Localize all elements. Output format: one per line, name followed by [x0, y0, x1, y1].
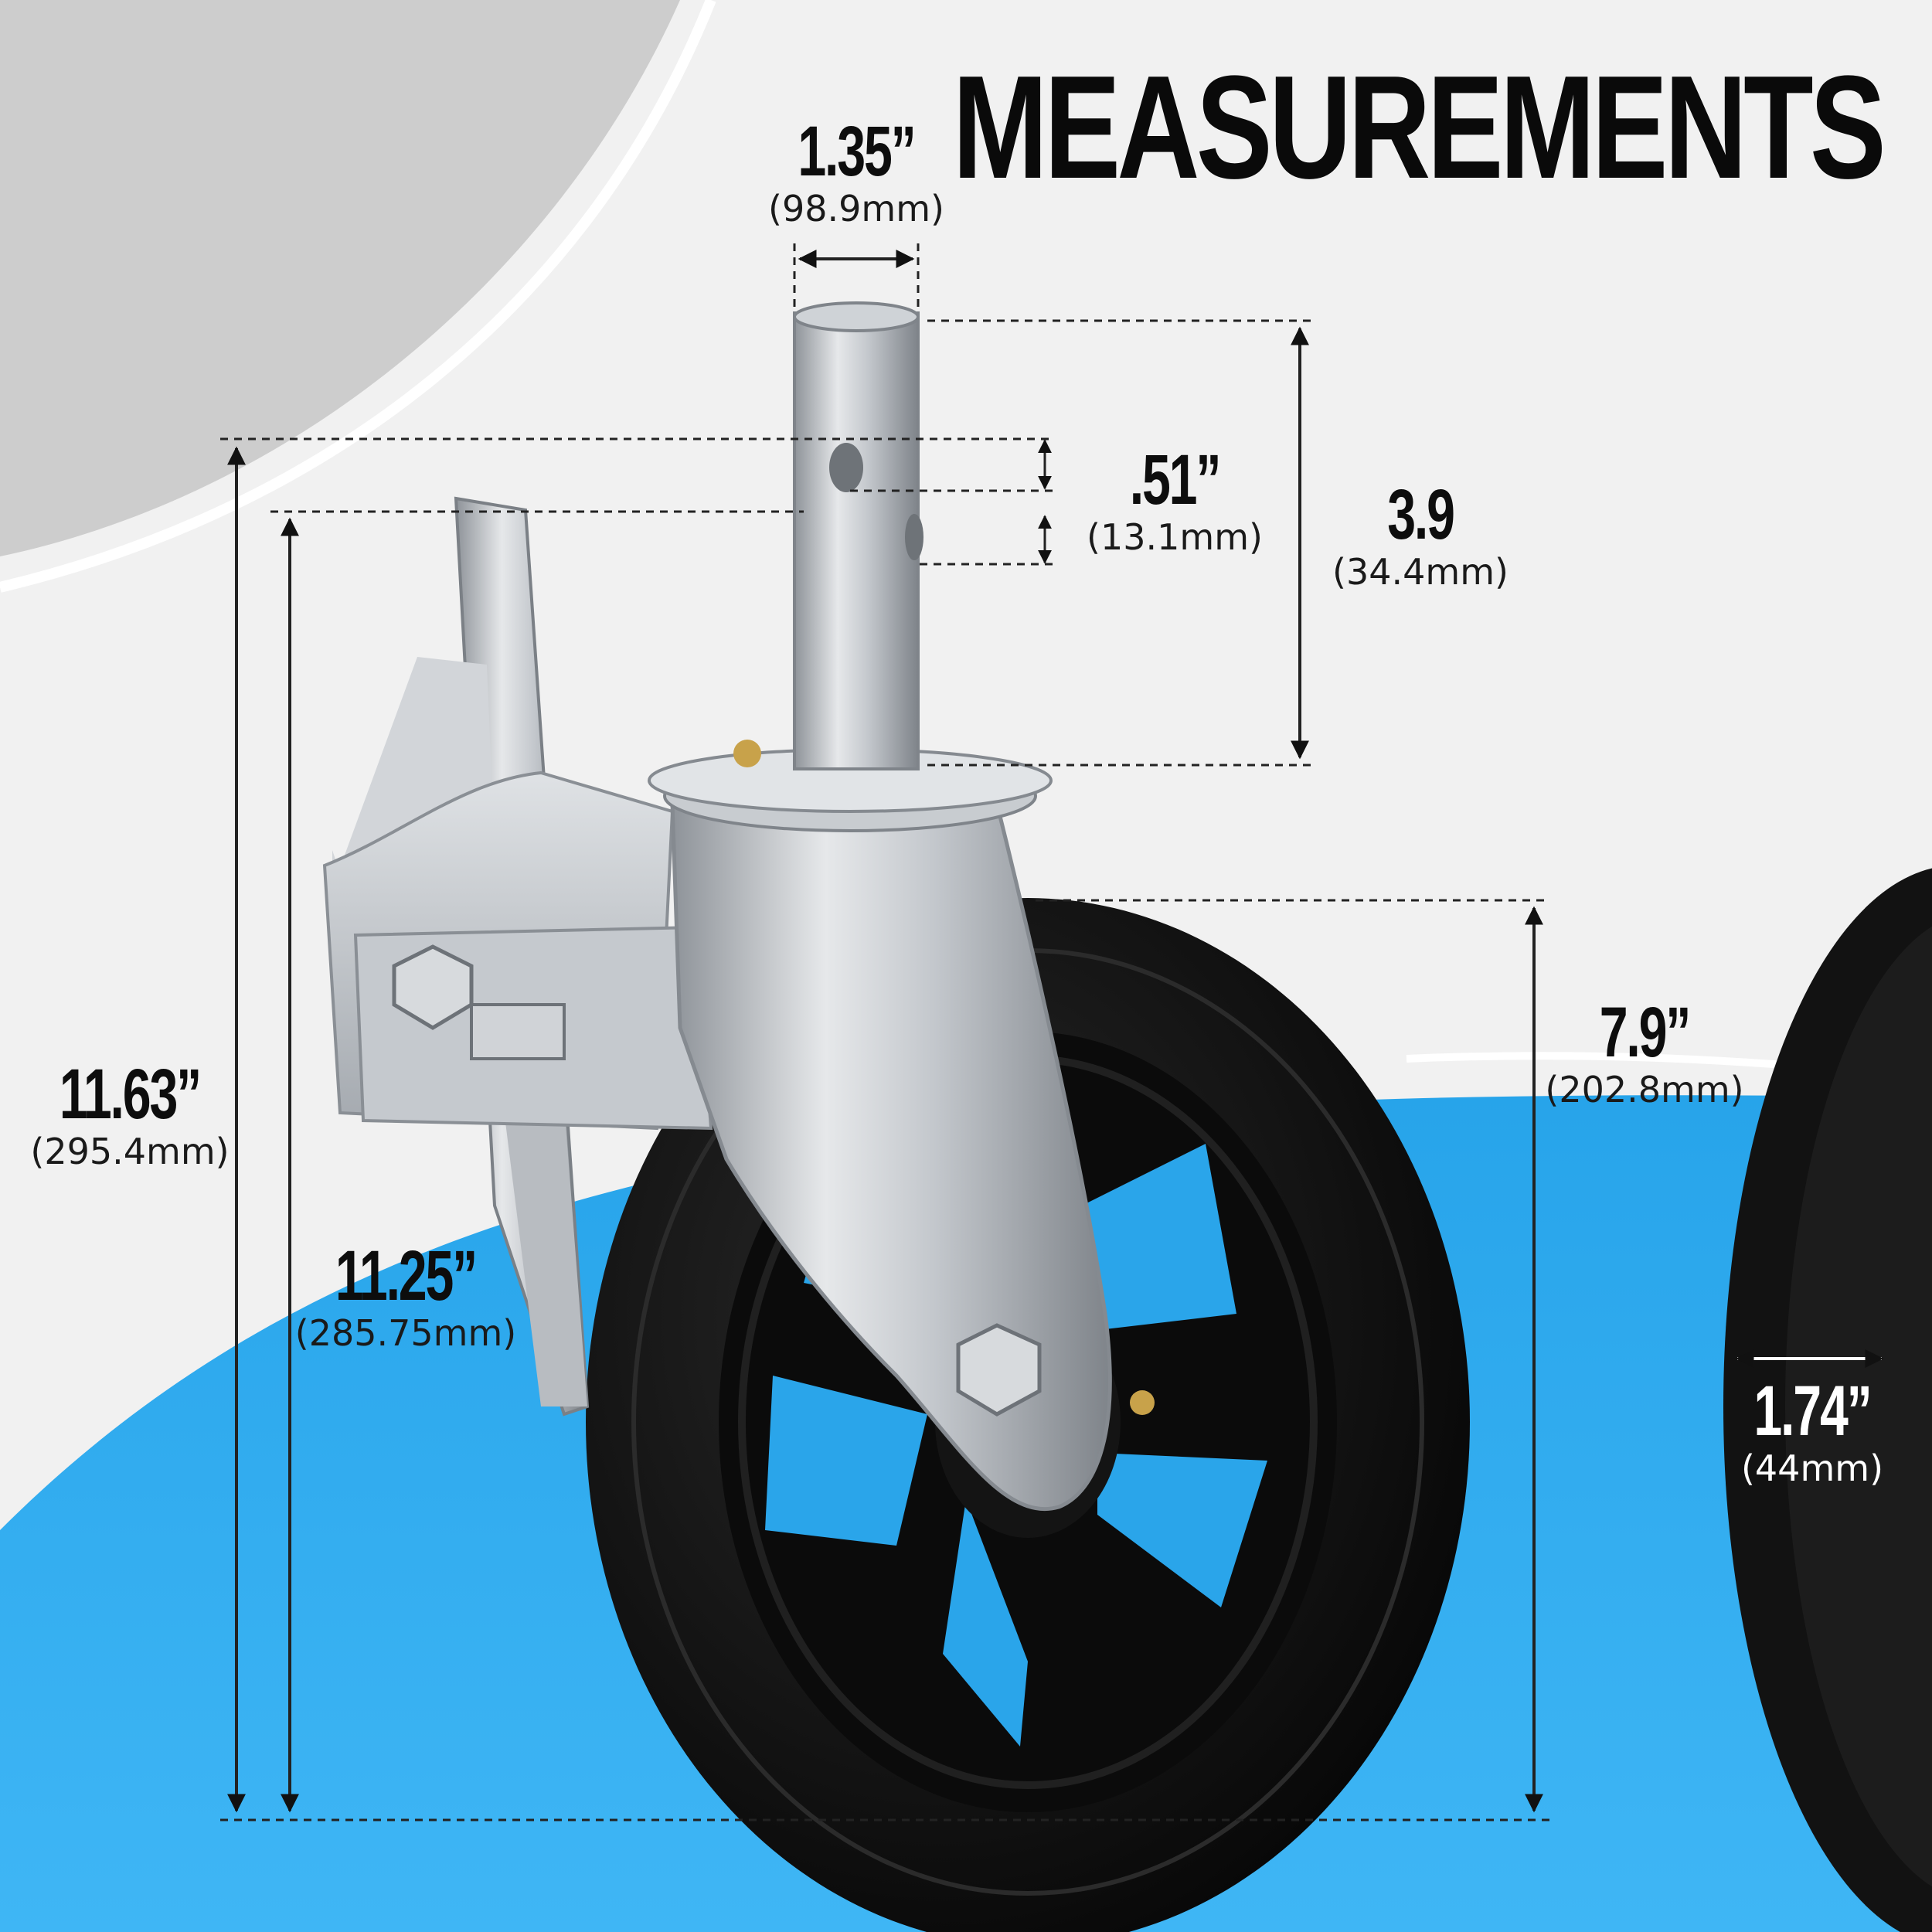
- dimension-metric: (13.1mm): [1087, 516, 1263, 558]
- dimension-metric: (295.4mm): [30, 1131, 230, 1172]
- dimension-lines: [220, 243, 1884, 1821]
- stem: [793, 301, 923, 770]
- dimension-imperial: 1.35”: [798, 112, 916, 191]
- dimension-metric: (34.4mm): [1332, 551, 1509, 593]
- dimension-stem-diameter: 1.35” (98.9mm): [768, 116, 944, 230]
- dimension-imperial: 7.9”: [1599, 993, 1692, 1072]
- dimension-metric: (98.9mm): [768, 188, 944, 230]
- dimension-imperial: 1.74”: [1753, 1372, 1872, 1451]
- dimension-imperial: 11.63”: [59, 1055, 202, 1134]
- dimension-metric: (285.75mm): [294, 1312, 517, 1354]
- dimension-wheel-width: 1.74” (44mm): [1731, 1376, 1893, 1489]
- fork-bracket: [322, 657, 1155, 1511]
- dimension-wheel-diameter: 7.9” (202.8mm): [1545, 997, 1743, 1111]
- wheel-side-view: [1723, 868, 1932, 1932]
- dimension-imperial: 11.25”: [335, 1236, 478, 1315]
- dimension-imperial: 3.9: [1387, 475, 1455, 554]
- dimension-imperial: .51”: [1129, 440, 1222, 519]
- page-title: MEASUREMENTS: [952, 46, 1886, 209]
- dimension-metric: (202.8mm): [1545, 1069, 1744, 1111]
- dimension-hole-spacing: .51” (13.1mm): [1087, 444, 1263, 558]
- dimension-overall-height: 11.63” (295.4mm): [30, 1059, 229, 1172]
- dimension-stem-length: 3.9 (34.4mm): [1332, 479, 1509, 593]
- dimension-height-to-hole: 11.25” (285.75mm): [295, 1240, 516, 1354]
- dimension-metric: (44mm): [1740, 1447, 1884, 1489]
